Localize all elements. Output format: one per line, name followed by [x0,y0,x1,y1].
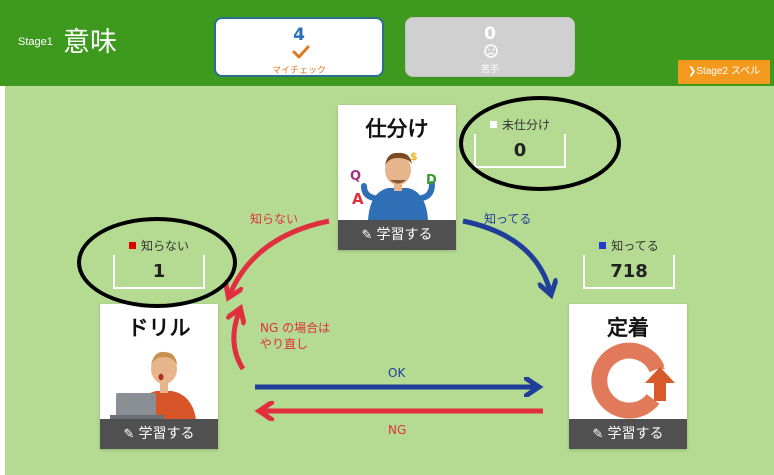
cycle-arrow-icon [591,342,675,419]
fix-card[interactable]: 定着 ✎学習する [569,304,687,449]
fix-study-button[interactable]: ✎学習する [569,419,687,449]
retry-label: NG の場合は やり直し [260,320,330,352]
header-bar: Stage1 意味 4 マイチェック 0 苦手 ❯Stage2 スペル [0,0,774,86]
mycheck-label: マイチェック [271,66,326,76]
drill-card-title: ドリル [127,316,191,340]
known-counter: 知ってる 718 [583,237,675,289]
retry-label-line1: NG の場合は [260,321,331,335]
sad-face-icon [484,44,498,58]
unknown-marker [128,242,136,249]
unsorted-marker [489,121,497,128]
ng-label: NG [388,423,407,437]
unknown-label: 知らない [140,239,189,253]
unsorted-value: 0 [474,134,566,168]
sorting-person-illustration: Q A $ D [350,150,437,220]
page-title: 意味 [63,27,117,58]
svg-text:A: A [352,190,364,208]
known-value: 718 [583,255,675,289]
unknown-counter: 知らない 1 [113,237,205,289]
weak-count: 0 [484,24,496,44]
chevron-right-icon: ❯ [687,66,697,77]
unsorted-label: 未仕分け [501,118,550,132]
weak-label: 苦手 [480,65,499,75]
svg-text:Q: Q [350,169,361,184]
checkmark-icon [292,45,310,59]
drill-study-label: 学習する [138,426,195,442]
main-panel: 知らない 知ってる NG の場合は やり直し OK NG 仕分け Q A $ D [5,86,774,475]
arrow-unknown [230,218,330,294]
drill-study-button[interactable]: ✎学習する [100,419,218,449]
retry-label-line2: やり直し [260,337,309,351]
pencil-icon: ✎ [592,427,604,442]
arrow-unknown-label: 知らない [250,212,299,226]
svg-text:$: $ [410,150,418,163]
arrow-known [462,218,550,291]
sort-study-label: 学習する [376,227,433,243]
sort-card[interactable]: 仕分け Q A $ D ✎学習する [338,105,456,250]
fix-study-label: 学習する [607,426,664,442]
sort-study-button[interactable]: ✎学習する [338,220,456,250]
fix-card-title: 定着 [607,316,649,340]
sort-card-title: 仕分け [365,117,429,141]
stage2-button[interactable]: ❯Stage2 スペル [678,60,770,84]
arrow-known-label: 知ってる [484,212,532,226]
svg-text:D: D [426,173,437,188]
stage2-label: Stage2 スペル [696,66,761,77]
mycheck-tile[interactable]: 4 マイチェック [214,17,384,77]
stage-label: Stage1 [18,36,53,48]
known-label: 知ってる [611,239,659,253]
pencil-icon: ✎ [361,228,373,243]
unsorted-counter: 未仕分け 0 [474,116,566,168]
ok-label: OK [388,366,406,380]
weak-tile[interactable]: 0 苦手 [405,17,575,77]
known-marker [599,242,607,249]
pencil-icon: ✎ [123,427,135,442]
mycheck-count: 4 [293,25,305,45]
arrow-retry [234,312,243,371]
drill-card[interactable]: ドリル ✎学習する [100,304,218,449]
drill-person-illustration [110,351,196,419]
unknown-value: 1 [113,255,205,289]
